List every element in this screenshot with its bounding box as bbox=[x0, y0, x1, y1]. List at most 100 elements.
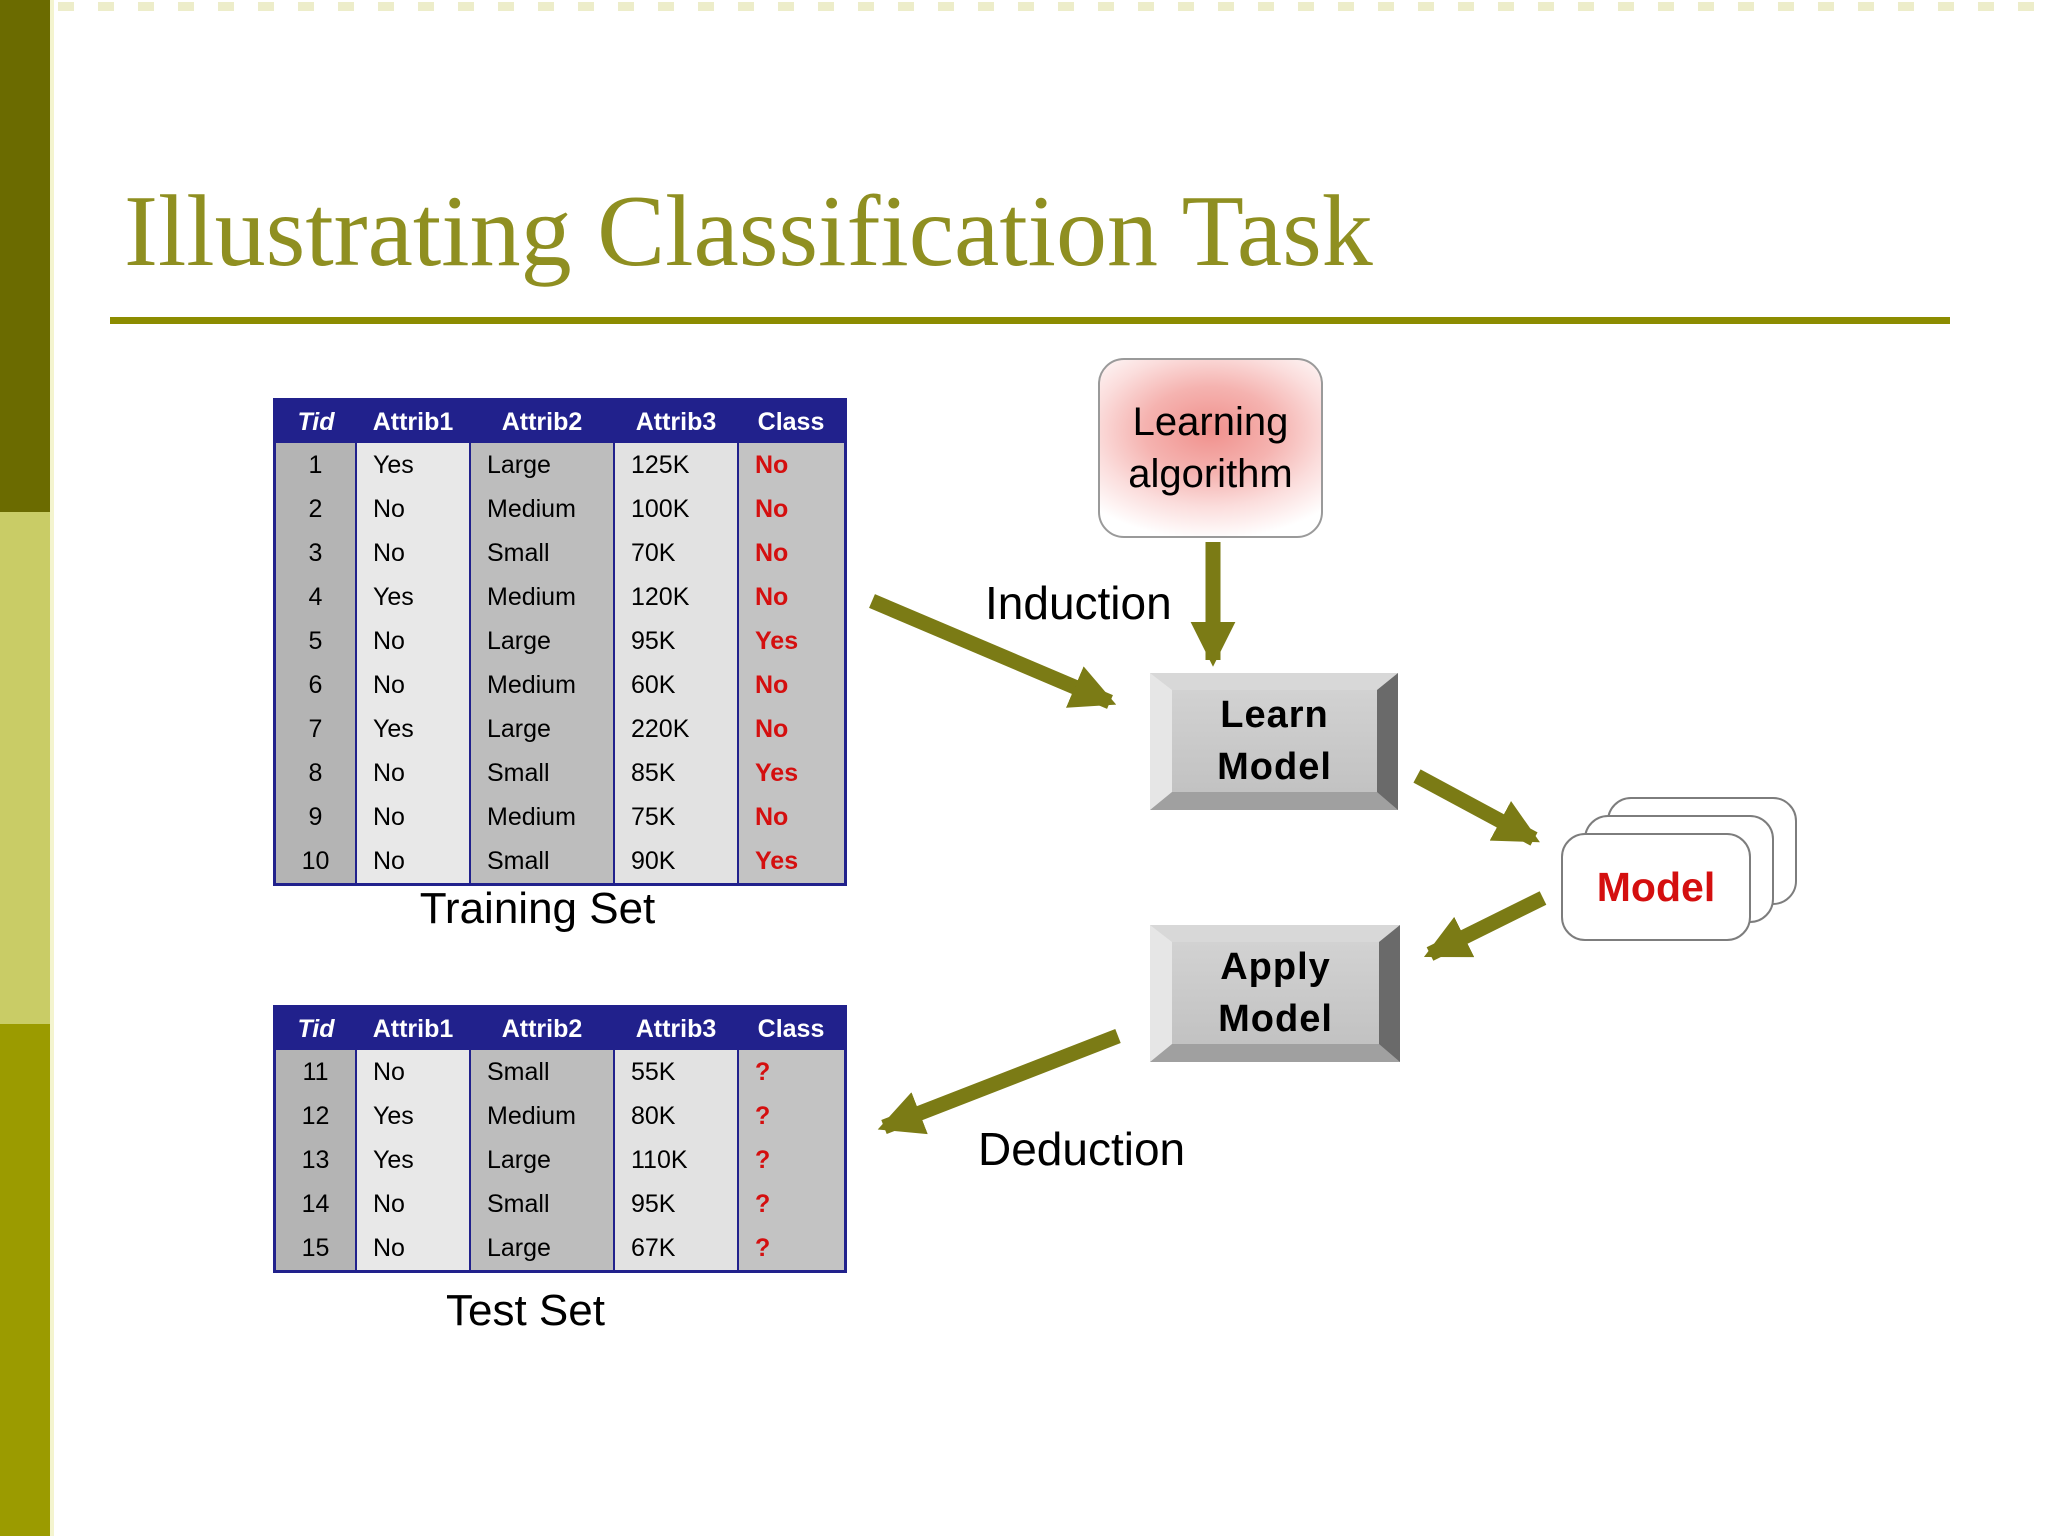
sidebar-edge-line bbox=[50, 0, 54, 1536]
table-cell: No bbox=[355, 839, 470, 885]
table-cell: 95K bbox=[613, 1182, 738, 1226]
top-dotted-border bbox=[58, 2, 2048, 11]
table-cell: 12 bbox=[274, 1094, 356, 1138]
table-cell: 60K bbox=[613, 663, 738, 707]
table-cell: Small bbox=[469, 839, 614, 885]
table-cell: 110K bbox=[613, 1138, 738, 1182]
column-header-attrib1: Attrib1 bbox=[356, 399, 470, 443]
table-cell: No bbox=[737, 575, 846, 619]
learning-algorithm-label-line1: Learning bbox=[1132, 400, 1289, 444]
table-cell: No bbox=[355, 1182, 470, 1226]
learn-model-label-line1: Learn bbox=[1220, 694, 1329, 736]
column-header-tid: Tid bbox=[274, 1006, 356, 1050]
arrow-model-to-applymodel bbox=[1423, 891, 1547, 961]
table-cell: 1 bbox=[274, 443, 356, 487]
table-cell: Yes bbox=[355, 707, 470, 751]
model-card-front: Model bbox=[1561, 833, 1751, 941]
training-set-caption: Training Set bbox=[419, 884, 656, 933]
table-cell: 8 bbox=[274, 751, 356, 795]
table-cell: 55K bbox=[613, 1050, 738, 1094]
apply-model-label-line2: Model bbox=[1218, 998, 1333, 1040]
learn-model-box: Learn Model bbox=[1150, 673, 1398, 810]
table-cell: 80K bbox=[613, 1094, 738, 1138]
table-cell: Small bbox=[469, 1182, 614, 1226]
table-cell: Large bbox=[469, 1226, 614, 1272]
table-cell: ? bbox=[737, 1182, 846, 1226]
table-cell: Yes bbox=[355, 1094, 470, 1138]
table-cell: 11 bbox=[274, 1050, 356, 1094]
table-cell: 90K bbox=[613, 839, 738, 885]
table-cell: No bbox=[355, 663, 470, 707]
deduction-label: Deduction bbox=[978, 1123, 1186, 1175]
table-cell: Medium bbox=[469, 575, 614, 619]
table-cell: Medium bbox=[469, 1094, 614, 1138]
table-cell: No bbox=[355, 1050, 470, 1094]
table-cell: Medium bbox=[469, 487, 614, 531]
table-cell: 14 bbox=[274, 1182, 356, 1226]
table-cell: ? bbox=[737, 1226, 846, 1272]
table-cell: 220K bbox=[613, 707, 738, 751]
arrow-deduction bbox=[877, 1029, 1121, 1135]
table-cell: No bbox=[355, 795, 470, 839]
induction-label: Induction bbox=[985, 577, 1172, 629]
table-cell: 3 bbox=[274, 531, 356, 575]
table-cell: 75K bbox=[613, 795, 738, 839]
table-cell: 125K bbox=[613, 443, 738, 487]
table-cell: Small bbox=[469, 751, 614, 795]
column-header-attrib3: Attrib3 bbox=[614, 399, 738, 443]
table-cell: Large bbox=[469, 707, 614, 751]
table-cell: 100K bbox=[613, 487, 738, 531]
table-cell: No bbox=[737, 663, 846, 707]
arrow-learnmodel-to-model bbox=[1413, 769, 1540, 846]
table-cell: No bbox=[737, 487, 846, 531]
table-cell: 5 bbox=[274, 619, 356, 663]
learning-algorithm-label-line2: algorithm bbox=[1128, 452, 1293, 496]
table-cell: 4 bbox=[274, 575, 356, 619]
table-cell: 15 bbox=[274, 1226, 356, 1272]
table-cell: ? bbox=[737, 1050, 846, 1094]
table-cell: No bbox=[355, 487, 470, 531]
column-header-tid: Tid bbox=[274, 399, 356, 443]
sidebar-decoration bbox=[0, 0, 50, 1536]
table-cell: No bbox=[355, 1226, 470, 1272]
table-cell: Large bbox=[469, 619, 614, 663]
table-cell: ? bbox=[737, 1138, 846, 1182]
table-cell: 95K bbox=[613, 619, 738, 663]
table-cell: Yes bbox=[737, 619, 846, 663]
table-cell: 13 bbox=[274, 1138, 356, 1182]
table-cell: 2 bbox=[274, 487, 356, 531]
table-cell: 7 bbox=[274, 707, 356, 751]
table-cell: No bbox=[737, 443, 846, 487]
table-cell: Yes bbox=[355, 1138, 470, 1182]
table-cell: 120K bbox=[613, 575, 738, 619]
table-cell: No bbox=[355, 531, 470, 575]
column-header-attrib1: Attrib1 bbox=[356, 1006, 470, 1050]
test-set-caption: Test Set bbox=[446, 1286, 605, 1335]
table-cell: Medium bbox=[469, 663, 614, 707]
column-header-class: Class bbox=[738, 399, 846, 443]
column-header-class: Class bbox=[738, 1006, 846, 1050]
table-cell: Yes bbox=[355, 443, 470, 487]
learn-model-label-line2: Model bbox=[1217, 746, 1332, 788]
title-underline bbox=[110, 317, 1950, 324]
table-cell: Small bbox=[469, 1050, 614, 1094]
table-cell: Large bbox=[469, 1138, 614, 1182]
table-cell: Yes bbox=[737, 751, 846, 795]
table-cell: 85K bbox=[613, 751, 738, 795]
table-cell: 67K bbox=[613, 1226, 738, 1272]
model-label: Model bbox=[1596, 863, 1716, 910]
table-cell: 6 bbox=[274, 663, 356, 707]
